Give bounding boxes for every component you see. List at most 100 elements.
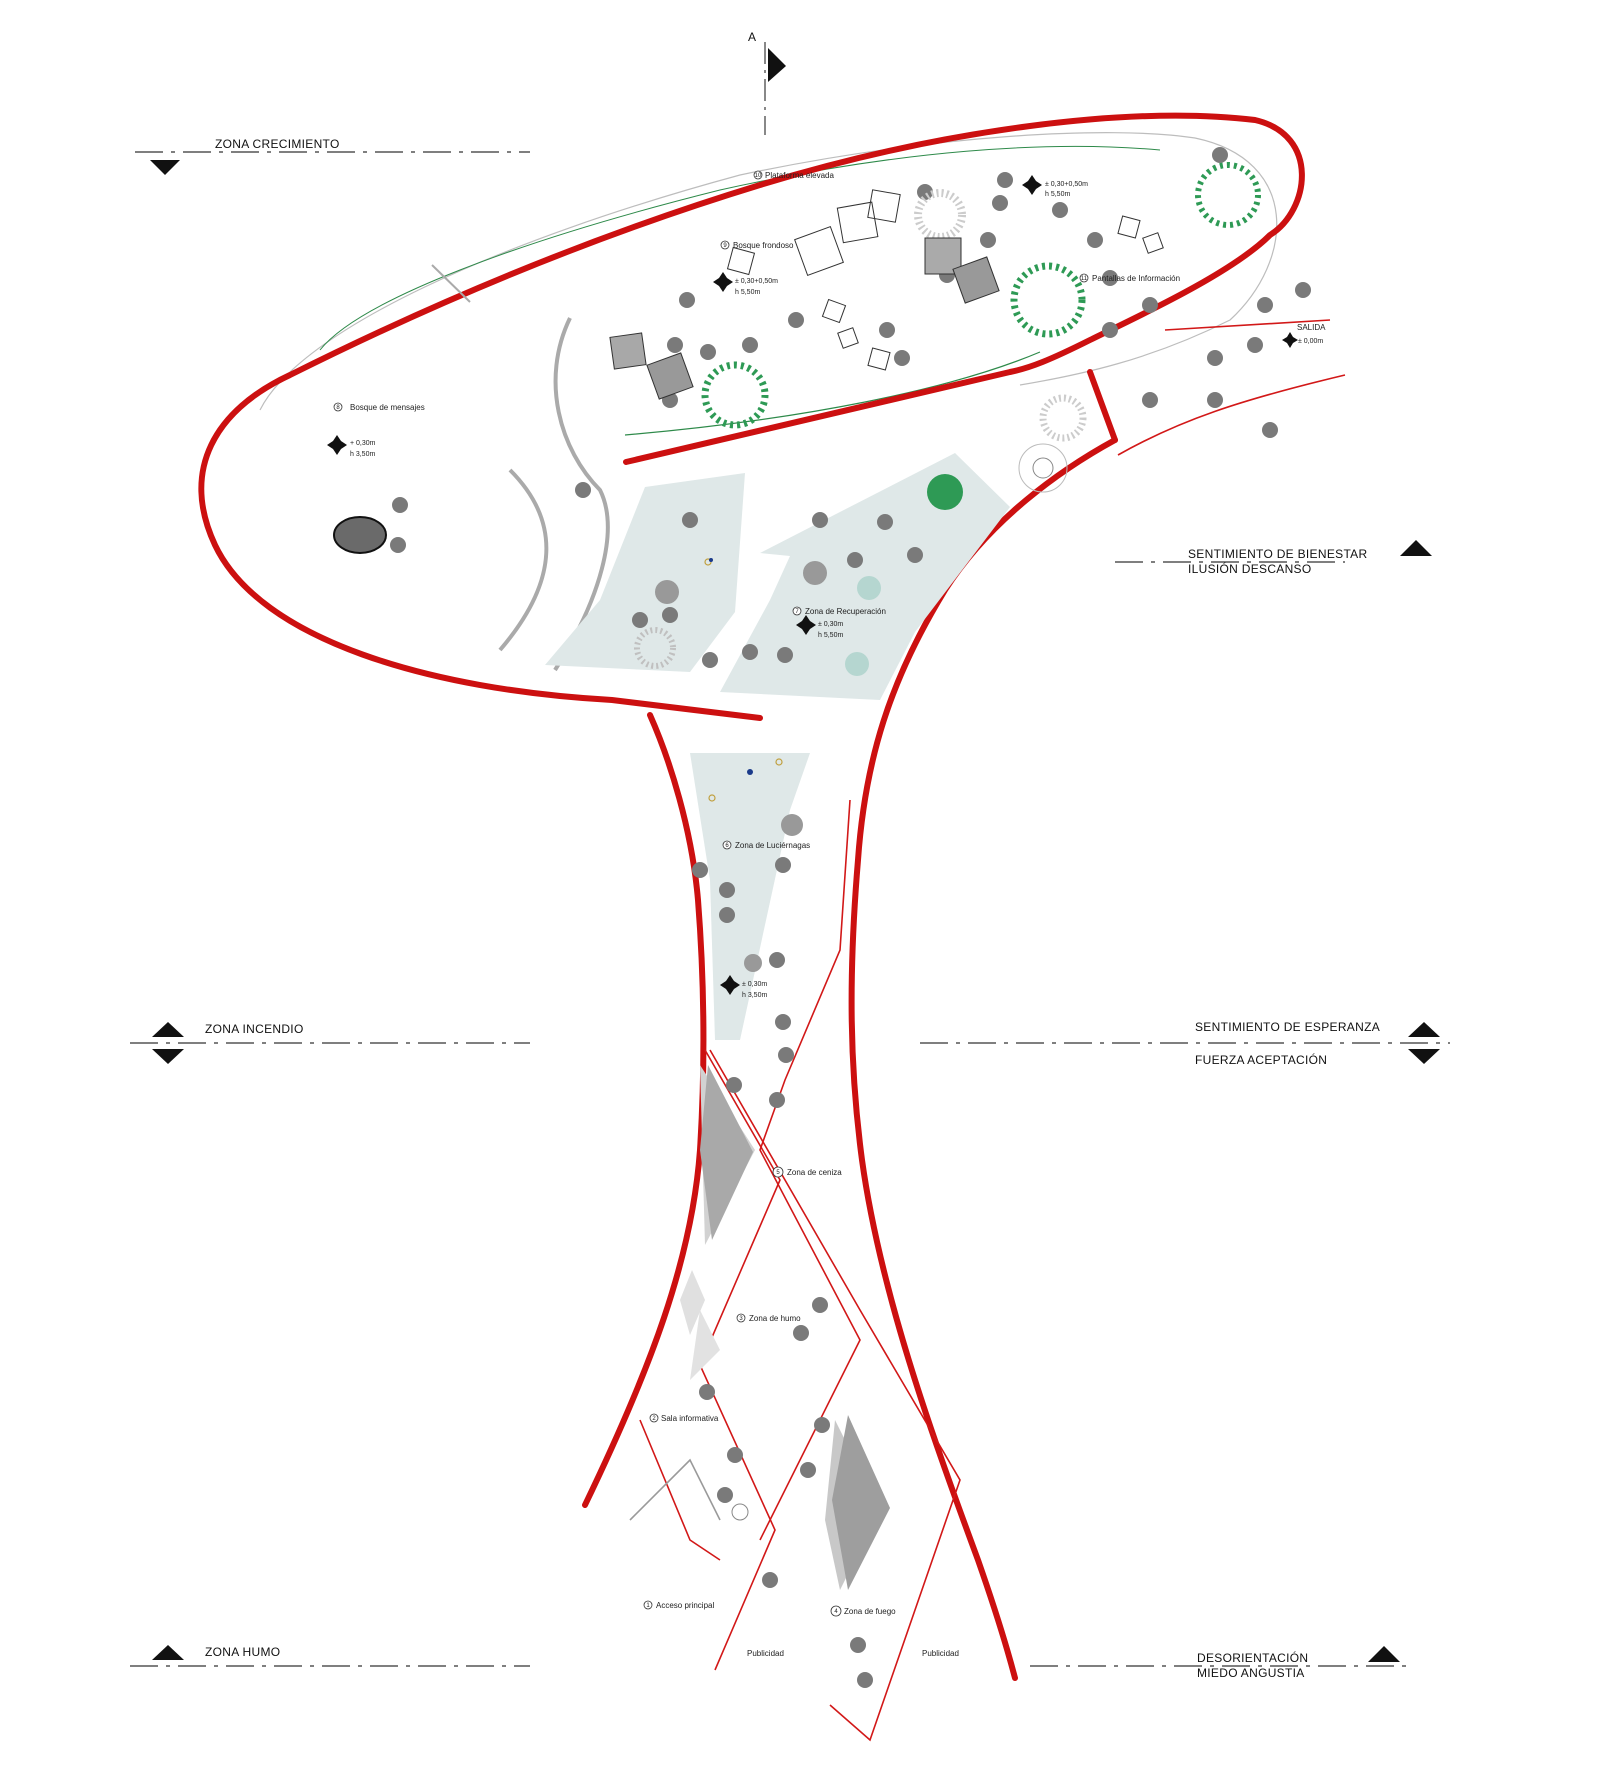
svg-text:± 0,00m: ± 0,00m [1298, 338, 1323, 345]
message-pool [333, 516, 387, 554]
visitor-figure [847, 552, 863, 568]
room-2-label: Sala informativa [661, 1414, 719, 1423]
svg-text:2: 2 [652, 1416, 656, 1422]
visitor-figure [777, 647, 793, 663]
bienestar-label: SENTIMIENTO DE BIENESTAR [1188, 547, 1367, 561]
visitor-figure [727, 1447, 743, 1463]
visitor-figure [726, 1077, 742, 1093]
lights [655, 558, 881, 1521]
visitor-figure [1207, 350, 1223, 366]
svg-text:± 0,30+0,50m: ± 0,30+0,50m [735, 278, 778, 285]
stem-paths [629, 799, 961, 1742]
visitor-figure [980, 232, 996, 248]
section-letter: A [748, 30, 756, 44]
visitor-figure [775, 857, 791, 873]
visitor-figure [719, 907, 735, 923]
level-mensajes: + 0,30m h 3,50m [327, 435, 376, 458]
room-6-label: Zona de Luciérnagas [735, 841, 810, 850]
visitor-figure [702, 652, 718, 668]
room-3: 3 Zona de humo [736, 1313, 801, 1323]
level-bosque: ± 0,30+0,50m h 5,50m [713, 272, 778, 296]
visitor-figure [575, 482, 591, 498]
visitor-figure [769, 952, 785, 968]
visitor-figure [390, 537, 406, 553]
visitor-figure [775, 1014, 791, 1030]
level-markers: ± 0,30+0,50m h 5,50m ± 0,30+0,50m h 5,50… [327, 175, 1323, 999]
room-8-label: Bosque de mensajes [350, 403, 425, 412]
room-6: 6 Zona de Luciérnagas [722, 840, 810, 850]
aceptacion-label: FUERZA ACEPTACIÓN [1195, 1052, 1327, 1067]
svg-text:h 3,50m: h 3,50m [742, 992, 767, 999]
visitor-figure [1102, 322, 1118, 338]
visitor-figure [814, 1417, 830, 1433]
zone-incendio-label: ZONA INCENDIO [205, 1022, 304, 1036]
svg-text:h 5,50m: h 5,50m [735, 289, 760, 296]
svg-text:10: 10 [755, 173, 762, 179]
trees [634, 162, 1261, 669]
room-labels: 10 Plataforma elevada 9 Bosque frondoso … [333, 170, 1326, 1617]
room-5: 5 Zona de ceniza [772, 1166, 842, 1178]
section-lines: ZONA CRECIMIENTO SENTIMIENTO DE BIENESTA… [130, 137, 1450, 1680]
visitor-figure [699, 1384, 715, 1400]
visitor-figure [632, 612, 648, 628]
level-recuperacion: ± 0,30m h 5,50m [796, 615, 843, 639]
zone-crecimiento-label: ZONA CRECIMIENTO [215, 137, 340, 151]
room-5-label: Zona de ceniza [787, 1168, 842, 1177]
svg-text:11: 11 [1081, 276, 1088, 282]
building-walls [198, 112, 1346, 1681]
svg-text:1: 1 [646, 1603, 650, 1609]
visitor-figure [778, 1047, 794, 1063]
room-11: 11 Pantallas de Información [1079, 273, 1180, 283]
svg-text:h 3,50m: h 3,50m [350, 451, 375, 458]
svg-text:4: 4 [834, 1609, 838, 1615]
zone-humo-label: ZONA HUMO [205, 1645, 280, 1659]
room-2: 2 Sala informativa [649, 1413, 719, 1423]
visitor-figure [1207, 392, 1223, 408]
ramps [431, 264, 610, 672]
visitor-figure [1087, 232, 1103, 248]
room-10-label: Plataforma elevada [765, 171, 834, 180]
level-salida: ± 0,00m [1282, 332, 1323, 348]
svg-text:3: 3 [739, 1316, 743, 1322]
visitor-figure [667, 337, 683, 353]
visitor-figure [1247, 337, 1263, 353]
room-9: 9 Bosque frondoso [720, 240, 794, 250]
visitor-figure [1212, 147, 1228, 163]
visitor-figure [992, 195, 1008, 211]
svg-text:8: 8 [336, 405, 340, 411]
visitor-figure [1257, 297, 1273, 313]
visitor-figure [907, 547, 923, 563]
visitor-figure [812, 512, 828, 528]
svg-text:± 0,30m: ± 0,30m [742, 981, 767, 988]
visitor-figure [800, 1462, 816, 1478]
room-1-label: Acceso principal [656, 1601, 714, 1610]
visitor-figure [917, 184, 933, 200]
miedo-label: MIEDO ANGUSTIA [1197, 1666, 1305, 1680]
room-7-label: Zona de Recuperación [805, 607, 886, 616]
visitor-figure [719, 882, 735, 898]
svg-text:5: 5 [776, 1170, 780, 1176]
visitor-figure [894, 350, 910, 366]
room-4-label: Zona de fuego [844, 1607, 896, 1616]
visitor-figure [742, 337, 758, 353]
svg-text:7: 7 [795, 609, 799, 615]
svg-text:+ 0,30m: + 0,30m [350, 440, 376, 447]
visitor-figure [762, 1572, 778, 1588]
visitor-figure [392, 497, 408, 513]
visitor-figure [997, 172, 1013, 188]
svg-text:h 5,50m: h 5,50m [818, 632, 843, 639]
svg-text:6: 6 [725, 843, 729, 849]
visitor-figure [1262, 422, 1278, 438]
visitor-figure [793, 1325, 809, 1341]
visitor-figure [788, 312, 804, 328]
room-11-label: Pantallas de Información [1092, 274, 1180, 283]
visitor-figure [742, 644, 758, 660]
desorientacion-label: DESORIENTACIÓN [1197, 1650, 1308, 1665]
section-marker-a: A [748, 30, 786, 135]
visitor-figure [662, 607, 678, 623]
display-panels [609, 189, 1164, 400]
svg-text:± 0,30m: ± 0,30m [818, 621, 843, 628]
floor-outline [259, 132, 1278, 436]
visitor-figure [769, 1092, 785, 1108]
